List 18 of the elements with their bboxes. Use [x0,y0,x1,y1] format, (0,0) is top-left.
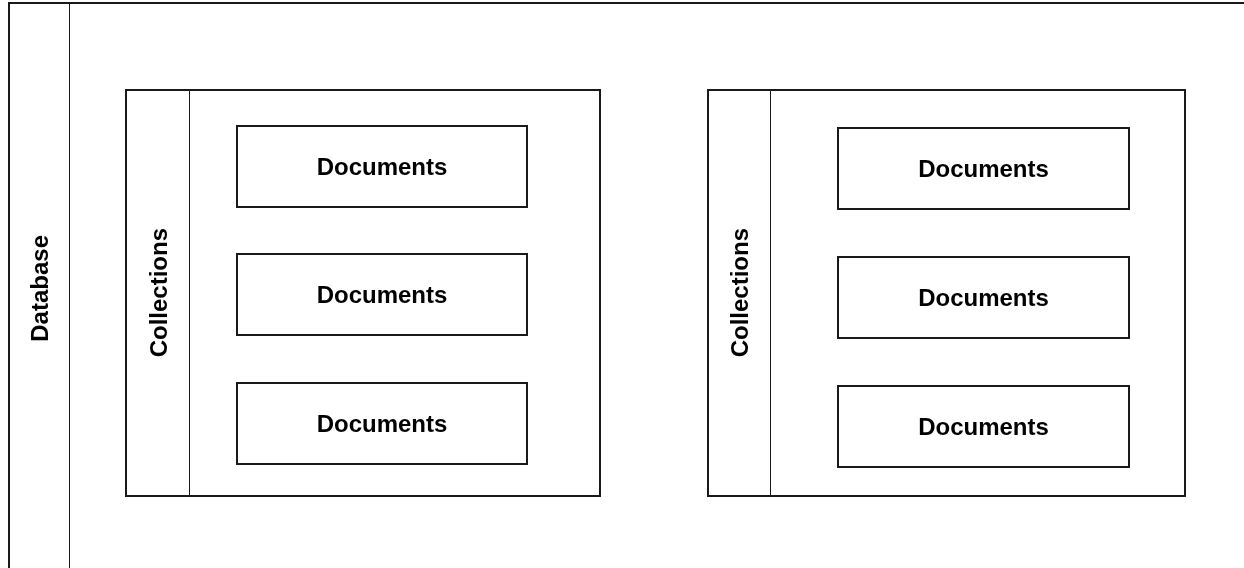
document-box [837,385,1130,468]
box-label: Documents [316,279,448,310]
vertical-heading: Database [25,234,54,342]
database-frame [8,2,1244,568]
collection-box [707,89,1186,497]
document-box [236,125,528,208]
box-label: Documents [918,282,1049,313]
box-label: Documents [316,151,448,182]
vertical-heading: Collections [725,228,754,358]
box-label: Documents [316,408,448,439]
vertical-heading: Collections [143,228,173,358]
document-box [837,256,1130,339]
collection-box [125,89,601,497]
document-box [236,382,528,465]
document-box [236,253,528,336]
box-label: Documents [918,153,1049,184]
document-box [837,127,1130,210]
box-label: Documents [918,411,1049,442]
